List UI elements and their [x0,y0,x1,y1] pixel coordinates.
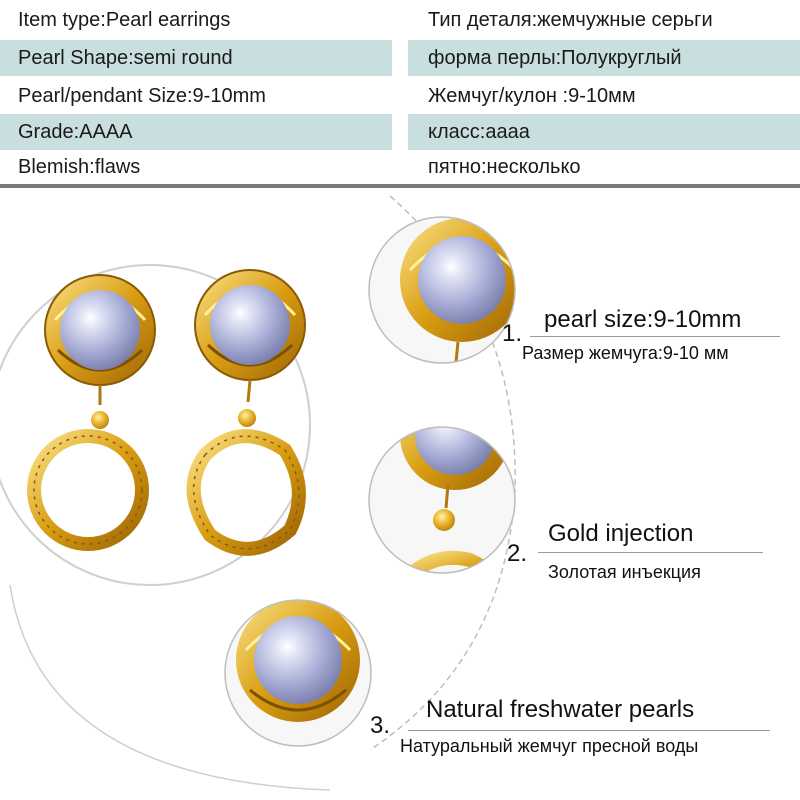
callout-number-3: 3. [370,712,391,739]
spec-label-ru: Жемчуг/кулон :9-10мм [428,85,636,107]
earrings-illustration [0,195,516,791]
callout-number-1: 1. [502,320,523,347]
spec-label-ru: класс:аааа [408,114,800,150]
spec-label-en: Grade:AAAA [0,114,392,150]
spec-row-pearl-shape: Pearl Shape:semi round форма перлы:Полук… [0,40,800,76]
spec-row-item-type: Item type:Pearl earrings Тип деталя:жемч… [0,2,800,38]
spec-label-ru: Тип деталя:жемчужные серьги [428,9,713,31]
detail-circle-1 [368,216,516,364]
spec-table: Item type:Pearl earrings Тип деталя:жемч… [0,0,800,190]
callout-line-3 [408,730,770,731]
callout-line-1 [530,336,780,337]
callout-subtitle-1: Размер жемчуга:9-10 мм [522,343,729,363]
callout-title-1: pearl size:9-10mm [544,306,742,333]
callout-subtitle-2: Золотая инъекция [548,562,701,582]
callout-title-2: Gold injection [548,520,694,547]
product-photo-area: 1. pearl size:9-10mm Размер жемчуга:9-10… [0,190,800,800]
spec-label-ru: форма перлы:Полукруглый [408,40,800,76]
table-bottom-divider [0,184,800,188]
detail-circle-3 [224,599,372,747]
spec-label-en: Pearl/pendant Size:9-10mm [18,85,266,107]
detail-circle-2 [368,426,516,574]
main-view-circle [0,264,311,586]
earring-right [186,269,306,556]
callout-line-2 [538,552,763,553]
spec-label-en: Item type:Pearl earrings [18,9,231,31]
callout-title-3: Natural freshwater pearls [426,696,695,723]
spec-row-grade: Grade:AAAA класс:аааа [0,114,800,150]
spec-label-en: Blemish:flaws [18,156,141,178]
spec-row-blemish: Blemish:flaws пятно:несколько [0,149,800,185]
spec-label-ru: пятно:несколько [428,156,581,178]
spec-row-pearl-size: Pearl/pendant Size:9-10mm Жемчуг/кулон :… [0,78,800,114]
callout-subtitle-3: Натуральный жемчуг пресной воды [400,736,699,756]
main-view-arc [9,584,331,791]
callout-number-2: 2. [507,540,528,567]
spec-label-en: Pearl Shape:semi round [0,40,392,76]
earring-left [27,274,156,551]
